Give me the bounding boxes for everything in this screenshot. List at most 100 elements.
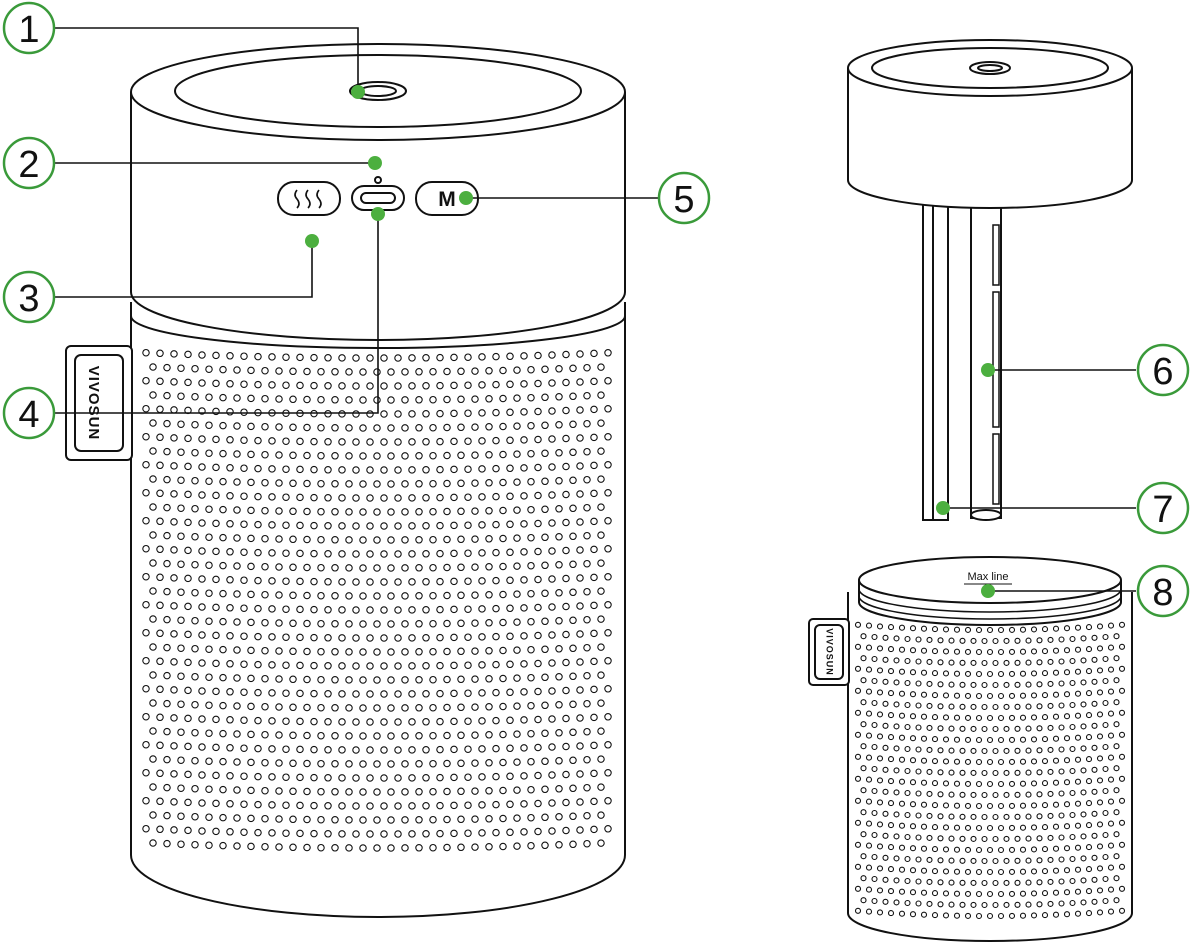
perforation-hole	[860, 699, 867, 706]
perforation-hole	[415, 452, 423, 460]
perforation-hole	[191, 420, 199, 429]
perforation-hole	[254, 604, 262, 613]
perforation-hole	[1107, 776, 1115, 783]
perforation-hole	[975, 802, 983, 810]
perforation-hole	[865, 644, 873, 651]
perforation-hole	[1036, 769, 1043, 776]
perforation-hole	[909, 735, 917, 742]
perforation-hole	[261, 450, 269, 459]
perforation-hole	[478, 605, 486, 613]
perforation-hole	[975, 714, 983, 722]
perforation-hole	[548, 603, 556, 611]
perforation-hole	[317, 647, 325, 656]
perforation-hole	[1047, 636, 1054, 643]
perforation-hole	[345, 396, 353, 404]
perforation-hole	[443, 451, 451, 460]
perforation-hole	[261, 786, 269, 795]
perforation-hole	[937, 791, 944, 798]
perforation-hole	[1096, 711, 1104, 718]
perforation-hole	[865, 666, 873, 673]
perforation-hole	[548, 743, 556, 751]
perforation-hole	[926, 680, 933, 687]
perforation-hole	[387, 620, 395, 628]
perforation-hole	[275, 759, 283, 767]
perforation-hole	[513, 758, 521, 766]
perforation-hole	[331, 676, 339, 684]
perforation-hole	[492, 688, 500, 697]
perforation-hole	[198, 407, 206, 415]
perforation-hole	[317, 479, 325, 488]
perforation-hole	[887, 712, 895, 719]
perforation-hole	[970, 747, 977, 754]
perforation-hole	[1069, 789, 1076, 797]
perforation-hole	[310, 773, 318, 782]
perforation-hole	[485, 731, 493, 739]
perforation-hole	[1008, 714, 1016, 721]
perforation-hole	[380, 578, 388, 586]
perforation-hole	[205, 561, 213, 569]
perforation-hole	[555, 785, 563, 793]
perforation-hole	[1102, 875, 1109, 883]
perforation-hole	[254, 716, 262, 725]
perforation-hole	[887, 690, 895, 697]
light-button[interactable]	[277, 181, 341, 216]
perforation-hole	[583, 615, 591, 624]
perforation-hole	[1025, 835, 1032, 842]
perforation-hole	[909, 647, 917, 654]
perforation-hole	[1003, 791, 1010, 798]
perforation-hole	[576, 798, 584, 806]
perforation-hole	[548, 463, 556, 471]
perforation-hole	[275, 563, 283, 571]
perforation-hole	[345, 676, 353, 684]
usb-c-port[interactable]	[351, 185, 405, 211]
perforation-hole	[191, 364, 199, 373]
perforation-hole	[1113, 809, 1120, 816]
perforation-hole	[1003, 747, 1010, 754]
perforation-hole	[562, 518, 570, 527]
perforation-hole	[366, 550, 374, 558]
perforation-hole	[997, 780, 1005, 788]
perforation-hole	[170, 742, 178, 750]
perforation-hole	[380, 550, 388, 558]
perforation-hole	[338, 382, 346, 390]
perforation-hole	[478, 549, 486, 557]
perforation-hole	[177, 588, 185, 596]
perforation-hole	[887, 866, 895, 873]
perforation-hole	[443, 507, 451, 516]
perforation-hole	[1113, 897, 1120, 904]
perforation-hole	[970, 725, 977, 732]
perforation-hole	[520, 744, 528, 752]
perforation-hole	[205, 729, 213, 737]
perforation-hole	[324, 522, 332, 530]
callout-6-number: 6	[1152, 351, 1173, 393]
perforation-hole	[1107, 644, 1115, 651]
perforation-hole	[247, 422, 255, 431]
perforation-hole	[527, 505, 535, 514]
perforation-hole	[997, 758, 1005, 766]
perforation-hole	[303, 787, 311, 796]
perforation-hole	[268, 493, 276, 501]
perforation-hole	[926, 878, 933, 885]
perforation-hole	[865, 732, 873, 739]
perforation-hole	[198, 715, 206, 723]
perforation-hole	[1041, 802, 1049, 809]
perforation-hole	[324, 466, 332, 474]
perforation-hole	[1025, 857, 1032, 864]
perforation-hole	[513, 814, 521, 822]
perforation-hole	[871, 765, 878, 773]
perforation-hole	[317, 759, 325, 768]
perforation-hole	[920, 647, 928, 654]
perforation-hole	[597, 671, 605, 679]
perforation-hole	[149, 615, 157, 623]
perforation-hole	[478, 437, 486, 445]
perforation-hole	[401, 536, 409, 544]
perforation-hole	[289, 479, 297, 488]
perforation-hole	[604, 629, 612, 637]
perforation-hole	[254, 464, 262, 473]
perforation-hole	[457, 563, 465, 572]
perforation-hole	[499, 814, 507, 823]
perforation-hole	[942, 758, 950, 765]
perforation-hole	[261, 422, 269, 431]
perforation-hole	[254, 548, 262, 557]
perforation-hole	[163, 391, 171, 400]
